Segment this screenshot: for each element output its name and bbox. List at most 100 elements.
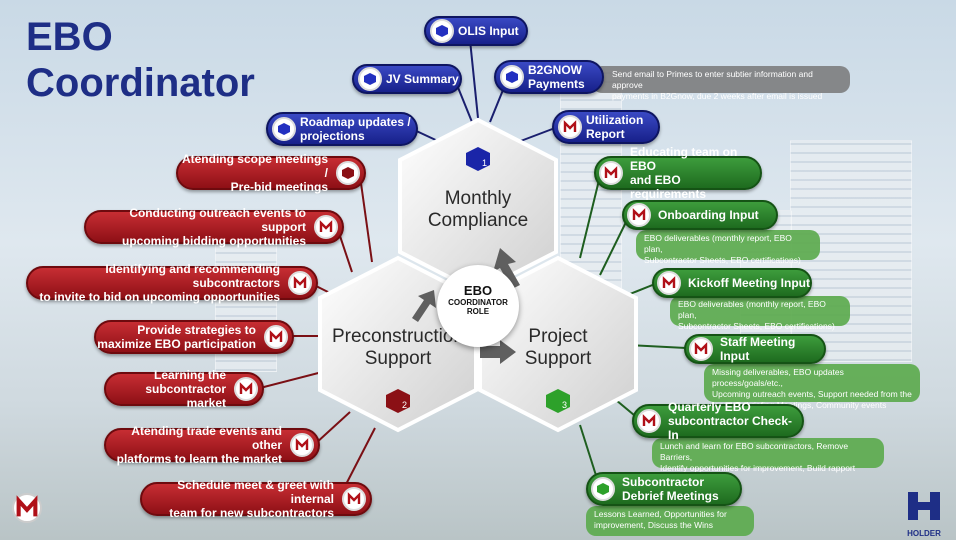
item-label: Onboarding Input xyxy=(658,208,759,222)
note-line-1: Missing deliverables, EBO updates proces… xyxy=(712,367,844,388)
item-label-1: Schedule meet & greet with internal xyxy=(177,478,334,506)
recommend-subcontractors-item: Identifying and recommending subcontract… xyxy=(26,262,318,304)
item-label-2: maximize EBO participation xyxy=(97,337,256,351)
cube-icon: 3 xyxy=(545,388,571,414)
m-logo-icon xyxy=(657,271,681,295)
m-logo-icon xyxy=(12,493,42,523)
note-line-2: Upcoming outreach events, Support needed… xyxy=(712,389,912,399)
item-label-2: Report xyxy=(586,127,625,141)
item-label: Kickoff Meeting Input xyxy=(688,276,810,290)
note-line-1: EBO deliverables (monthly report, EBO pl… xyxy=(644,233,792,254)
cycle-arrows xyxy=(412,248,520,364)
item-label-1: Subcontractor xyxy=(622,475,705,489)
m-logo-icon xyxy=(342,487,366,511)
item-label-2: Debrief Meetings xyxy=(622,489,719,503)
item-label-1: Roadmap updates / xyxy=(300,115,411,129)
cube-icon: 1 xyxy=(465,146,491,172)
staff-meeting-note: Missing deliverables, EBO updates proces… xyxy=(704,364,920,410)
cube-icon xyxy=(430,19,454,43)
item-label-2: subcontractor market xyxy=(145,382,226,410)
item-label-1: Identifying and recommending subcontract… xyxy=(105,262,280,290)
title-line-1: EBO xyxy=(26,15,113,59)
note-line-2: improvement, Discuss the Wins xyxy=(594,520,714,530)
title-line-2: Coordinator xyxy=(26,61,255,105)
item-label-1: Provide strategies to xyxy=(137,323,256,337)
item-label: OLIS Input xyxy=(458,24,519,38)
item-label-1: Atending scope meetings / xyxy=(181,152,328,180)
item-label-2: platforms to learn the market xyxy=(116,452,282,466)
item-label-2: to invite to bid on upcoming opportuniti… xyxy=(39,290,280,304)
note-line-1: EBO deliverables (monthly report, EBO pl… xyxy=(678,299,826,320)
connector-olis xyxy=(469,39,479,119)
holder-h-icon xyxy=(908,492,940,520)
center-line-1: EBO xyxy=(463,283,493,298)
staff-meeting-input-item: Staff Meeting Input xyxy=(684,334,826,364)
scope-meetings-item: Atending scope meetings /Pre-bid meeting… xyxy=(176,152,366,194)
onboarding-note: EBO deliverables (monthly report, EBO pl… xyxy=(636,230,820,265)
arrow-icon xyxy=(480,340,516,364)
item-label-2: team for new subcontractors xyxy=(169,506,334,520)
note-line-2: payments in B2Gnow, due 2 weeks after em… xyxy=(612,91,823,101)
m-logo-icon xyxy=(689,337,713,361)
item-label: JV Summary xyxy=(386,72,459,86)
kickoff-meeting-input-item: Kickoff Meeting Input xyxy=(652,268,812,298)
precon-line-1: Preconstruction xyxy=(331,326,464,347)
item-label-2: upcoming bidding opportunities xyxy=(122,234,306,248)
m-logo-icon xyxy=(599,161,623,185)
kickoff-note: EBO deliverables (monthly report, EBO pl… xyxy=(670,296,850,331)
item-label-2: and EBO requirements xyxy=(630,173,707,201)
item-label-1: Utilization xyxy=(586,113,644,127)
m-logo-icon xyxy=(637,409,661,433)
note-line-1: Send email to Primes to enter subtier in… xyxy=(612,69,813,90)
cube-icon xyxy=(358,67,382,91)
cube-icon xyxy=(272,117,296,141)
roadmap-updates-item: Roadmap updates /projections xyxy=(266,112,418,146)
m-logo-icon xyxy=(558,115,582,139)
note-line-2: Subcontractor Sheets, EBO certifications… xyxy=(678,321,835,331)
item-label-1: Quarterly EBO xyxy=(668,400,751,414)
item-label-1: Atending trade events and other xyxy=(131,424,282,452)
holder-logo-text: HOLDER xyxy=(907,529,941,538)
m-logo-icon xyxy=(627,203,651,227)
m-logo-icon xyxy=(314,215,338,239)
item-label-1: B2GNOW xyxy=(528,63,582,77)
cube-icon xyxy=(336,161,360,185)
note-line-1: Lessons Learned, Opportunities for xyxy=(594,509,727,519)
project-line-2: Support xyxy=(524,348,592,369)
svg-text:2: 2 xyxy=(402,400,407,410)
m-logo-icon xyxy=(264,325,288,349)
project-line-1: Project xyxy=(528,326,588,347)
note-line-2: Identify opportunities for improvement, … xyxy=(660,463,856,473)
olis-input-item: OLIS Input xyxy=(424,16,528,46)
arrow-icon xyxy=(493,248,520,289)
holder-logo: HOLDER xyxy=(902,490,946,538)
page-title: EBO Coordinator xyxy=(26,14,255,106)
item-label-1: Conducting outreach events to support xyxy=(129,206,306,234)
m-logo-icon xyxy=(234,377,258,401)
monthly-line-2: Compliance xyxy=(427,210,529,231)
cube-2-shape xyxy=(386,389,410,413)
item-label-2: Pre-bid meetings xyxy=(230,180,328,194)
item-label-2: subcontractor Check-In xyxy=(668,414,793,442)
jv-summary-item: JV Summary xyxy=(352,64,462,94)
center-line-2: COORDINATOR xyxy=(448,298,508,307)
cube-icon: 2 xyxy=(385,388,411,414)
monthly-line-1: Monthly xyxy=(444,188,512,209)
note-line-1: Lunch and learn for EBO subcontractors, … xyxy=(660,441,849,462)
precon-line-2: Support xyxy=(364,348,432,369)
m-logo-icon xyxy=(288,271,312,295)
item-label: Staff Meeting Input xyxy=(720,335,796,363)
note-line-3: team, Debriefing Meetings, Community eve… xyxy=(712,400,887,410)
cube-icon xyxy=(591,477,615,501)
